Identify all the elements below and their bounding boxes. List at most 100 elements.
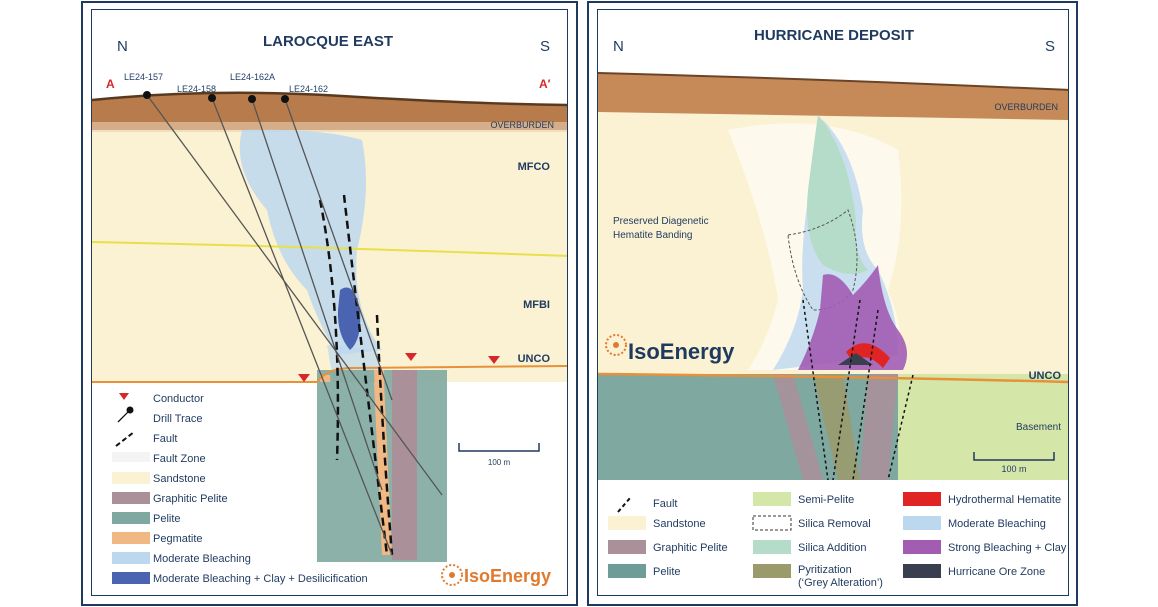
larocque-east-panel: LAROCQUE EAST N S A A′ LE24-157 LE24-158… [81,1,578,606]
legend-strong-bleaching-label: Strong Bleaching + Clay [948,542,1067,554]
silica-addition-zone [807,115,868,274]
strong-bleaching-zone [798,265,907,370]
legend-pelite-swatch [608,564,646,578]
legend-sandstone-label: Sandstone [153,473,206,485]
ground-surface [598,72,1068,91]
conductor-marker-1 [298,374,310,382]
legend-hematite-label: Hydrothermal Hematite [948,494,1061,506]
collar-le24-158 [208,94,216,102]
overburden-layer [598,73,1068,120]
legend-pyritization-label: Pyritization [798,564,852,576]
legend-pegmatite-swatch [112,532,150,544]
legend-strong-bleaching-swatch [903,540,941,554]
collar-le24-162a [248,95,256,103]
mfco-label: MFCO [518,161,551,173]
section-end-label: A′ [539,77,551,91]
legend-graphitic-pelite-label: Graphitic Pelite [653,542,728,554]
drill-trace-le24-157 [146,94,443,496]
annotation-line-2: Hematite Banding [613,230,693,241]
larocque-east-frame: LAROCQUE EAST N S A A′ LE24-157 LE24-158… [91,9,568,596]
overburden-base [92,122,567,132]
legend-fault-icon [115,431,135,447]
conductor-marker-2 [405,353,417,361]
legend-semi-pelite-label: Semi-Pelite [798,494,854,506]
unco-contact [92,365,567,383]
legend-fault-label: Fault [153,433,177,445]
scale-bar [458,443,540,452]
annotation-line-1: Preserved Diagenetic [613,216,709,227]
legend-moderate-bleaching-swatch [903,516,941,530]
north-label: N [117,38,128,55]
legend-fault-label: Fault [653,498,677,510]
logo-dot-icon [613,342,619,348]
legend-graphitic-pelite-swatch [608,540,646,554]
fault-2 [342,194,389,556]
unco-label: UNCO [518,353,551,365]
legend-hematite-swatch [903,492,941,506]
legend: Fault Sandstone Graphitic Pelite Pelite … [608,492,1067,589]
fault-3 [852,309,879,481]
drillhole-label-le24-158: LE24-158 [177,84,216,94]
logo-dot-icon [449,572,455,578]
legend-silica-addition-swatch [753,540,791,554]
hurricane-deposit-panel: HURRICANE DEPOSIT N S OVERBURDEN Preserv… [587,1,1078,606]
legend-semi-pelite-swatch [753,492,791,506]
legend-moderate-bleaching-label: Moderate Bleaching [153,553,251,565]
isoenergy-logo: IsoEnergy [605,334,735,364]
hurricane-ore-zone [838,353,873,365]
fault-3 [375,314,394,556]
fault-1 [802,299,829,481]
section-start-label: A [106,77,115,91]
overburden-label: OVERBURDEN [994,102,1058,112]
overburden-label: OVERBURDEN [490,120,554,130]
hurricane-deposit-frame: HURRICANE DEPOSIT N S OVERBURDEN Preserv… [597,9,1069,596]
legend-pyritization-sublabel: (‘Grey Alteration’) [798,577,883,589]
legend-ore-zone-swatch [903,564,941,578]
scale-bar [973,452,1055,461]
logo-text: IsoEnergy [628,339,735,364]
legend-silica-removal-label: Silica Removal [798,518,871,530]
legend-bleach-clay-label: Moderate Bleaching + Clay + Desilicifica… [153,573,368,585]
legend-graphitic-pelite-label: Graphitic Pelite [153,493,228,505]
hydrothermal-hematite [846,343,890,368]
legend-drill-collar-icon [126,406,134,414]
conductor-marker-3 [488,356,500,364]
north-label: N [613,38,624,55]
semi-pelite-basement [898,374,1068,499]
legend-fault-zone-swatch [112,452,150,462]
scale-label: 100 m [1001,464,1026,474]
legend-drill-trace-label: Drill Trace [153,413,203,425]
graphitic-pelite-lower [392,382,417,560]
collar-le24-157 [143,91,151,99]
legend-pelite-label: Pelite [153,513,181,525]
legend-conductor-icon [119,393,129,400]
graphitic-pelite-band-1 [773,374,823,480]
hurricane-section: HURRICANE DEPOSIT N S OVERBURDEN Preserv… [598,27,1068,595]
legend-bleach-clay-swatch [112,572,150,584]
legend-sandstone-swatch [112,472,150,484]
mfbi-label: MFBI [523,299,550,311]
legend-silica-removal-swatch [752,515,792,531]
drill-trace-le24-162a [251,98,383,491]
legend-background [598,480,1068,595]
south-label: S [1045,38,1055,55]
drill-trace-le24-158 [211,97,393,556]
scale-label: 100 m [488,458,511,467]
isoenergy-logo: IsoEnergy [441,564,551,586]
legend: Conductor Drill Trace Fault Fault Zone S… [112,393,368,585]
legend-silica-addition-label: Silica Addition [798,542,867,554]
bleach-clay-desil-zone [337,287,361,350]
unco-label: UNCO [1029,370,1062,382]
graphitic-pelite-band-2 [860,374,898,480]
legend-moderate-bleaching-label: Moderate Bleaching [948,518,1046,530]
legend-pegmatite-label: Pegmatite [153,533,203,545]
legend-conductor-label: Conductor [153,393,204,405]
legend-pelite-swatch [112,512,150,524]
legend-pyritization-swatch [753,564,791,578]
legend-sandstone-label: Sandstone [653,518,706,530]
fault-1 [318,199,340,461]
collar-le24-162 [281,95,289,103]
logo-mark-icon [441,564,463,586]
legend-pelite-label: Pelite [653,566,681,578]
logo-mark-icon [605,334,627,356]
